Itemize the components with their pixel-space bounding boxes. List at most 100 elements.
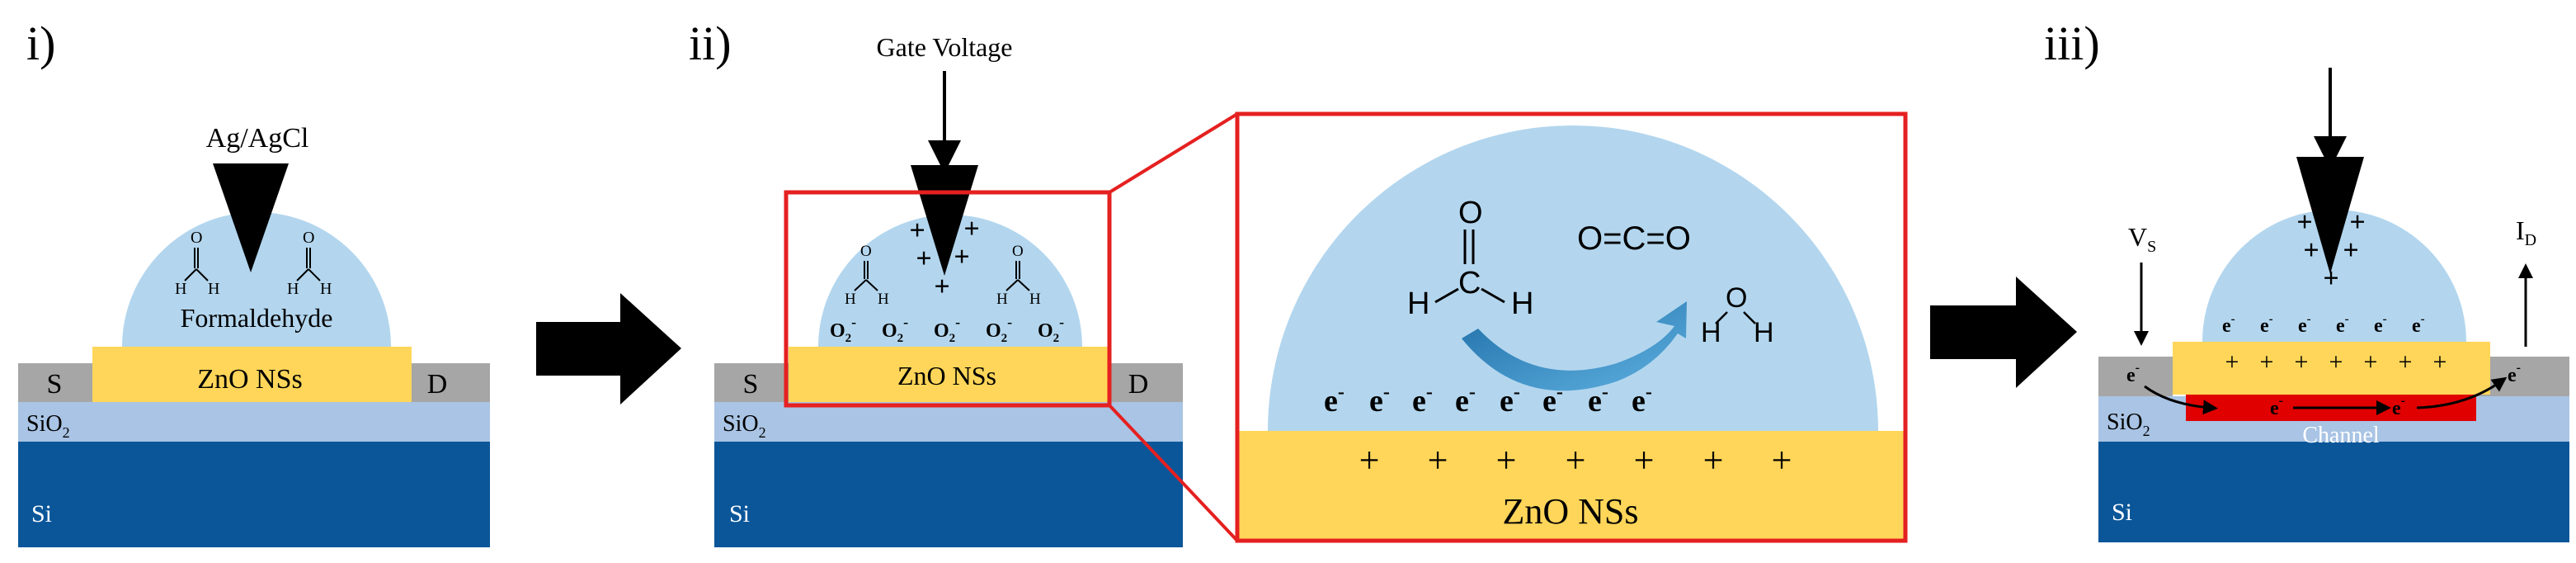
gate-electrode (2296, 157, 2364, 274)
electron: e- (1632, 381, 1652, 419)
svg-text:H: H (1029, 291, 1041, 308)
svg-text:O: O (303, 229, 314, 247)
formaldehyde-label: Formaldehyde (181, 303, 333, 333)
positive-charge: + (1566, 440, 1586, 480)
oxygen-ion: O2- (986, 314, 1012, 345)
zoom-connector-top (1108, 112, 1239, 194)
svg-text:H: H (1407, 286, 1429, 321)
process-arrow-2 (1930, 277, 2077, 388)
svg-text:H: H (287, 280, 299, 298)
panel-ii: ii) Gate Voltage + + + + + O H H O (689, 17, 1239, 547)
drain-electron: e- (2508, 361, 2521, 386)
zoom-panel: O C H H O=C=O O H H e-e-e-e-e-e-e-e- +++… (1235, 111, 1908, 543)
electron: e- (1588, 381, 1608, 419)
zoom-region-box (784, 190, 1112, 408)
oxygen-ion: O2- (830, 314, 856, 345)
si-layer (18, 442, 490, 547)
formaldehyde-molecule: O H H (175, 229, 219, 298)
panel-i: i) Ag/AgCl O H H O H H (18, 17, 490, 547)
positive-charge: + (1428, 440, 1448, 480)
positive-charge: + (2399, 348, 2413, 376)
electron: e- (2298, 313, 2311, 337)
positive-charge: + (1496, 440, 1517, 480)
oxygen-ion: O2- (934, 314, 960, 345)
source-electrode (2098, 357, 2173, 396)
electron: e- (1412, 381, 1433, 419)
si-label: Si (729, 500, 750, 528)
svg-text:H: H (1701, 317, 1721, 348)
source-label: S (743, 369, 759, 400)
droplet (2202, 210, 2466, 342)
svg-text:+: + (2296, 207, 2312, 238)
svg-text:+: + (909, 215, 925, 246)
oxygen-ions: O2- O2- O2- O2- O2- (830, 314, 1064, 345)
svg-text:H: H (1511, 286, 1533, 321)
droplet (818, 215, 1082, 347)
source-electrode (18, 363, 92, 402)
svg-text:+: + (2303, 235, 2319, 266)
formaldehyde-structure: O C H H (1407, 196, 1533, 321)
positive-charge: + (2295, 348, 2309, 376)
electron: e- (2412, 313, 2425, 337)
electron: e- (1455, 381, 1476, 419)
zno-positive-charges: +++++++ (2225, 348, 2447, 376)
zno-layer (2173, 342, 2490, 395)
electron: e- (2222, 313, 2235, 337)
water-molecule: O H H (1701, 282, 1774, 348)
formaldehyde-molecule: O H H (845, 243, 889, 308)
svg-text:+: + (954, 242, 969, 272)
id-label: ID (2516, 215, 2536, 249)
svg-text:H: H (208, 280, 219, 298)
si-label: Si (31, 500, 52, 528)
channel-electron: e- (2270, 394, 2283, 419)
zoom-box (1235, 111, 1908, 543)
svg-text:H: H (320, 280, 332, 298)
sio2-layer (18, 402, 490, 442)
drain-label: D (1128, 369, 1149, 400)
si-layer (714, 442, 1183, 547)
panel-i-label: i) (26, 17, 55, 70)
svg-text:+: + (934, 272, 949, 302)
sio2-layer (714, 402, 1183, 442)
electron-flow-out (2416, 376, 2508, 409)
svg-text:H: H (996, 291, 1008, 308)
electron-flow-in (2144, 385, 2218, 415)
positive-charge: + (2433, 348, 2447, 376)
electron: e- (1500, 381, 1520, 419)
formaldehyde-molecule: O H H (996, 243, 1041, 308)
positive-charge: + (1359, 440, 1380, 480)
electron: e- (1542, 381, 1563, 419)
electron: e- (2260, 313, 2273, 337)
svg-text:O: O (1726, 282, 1747, 314)
zno-label: ZnO NSs (897, 361, 996, 390)
positive-charge: + (1634, 440, 1655, 480)
zno-layer (92, 347, 412, 402)
zno-layer (789, 347, 1108, 402)
svg-text:O: O (191, 229, 202, 247)
svg-text:O: O (1012, 243, 1024, 260)
positive-charge: + (2364, 348, 2378, 376)
positive-charge: + (2260, 348, 2274, 376)
source-label: S (47, 369, 63, 400)
positive-charges: + + + + + (909, 214, 979, 302)
panel-iii-label: iii) (2044, 17, 2100, 70)
si-label: Si (2112, 499, 2132, 526)
svg-text:H: H (878, 291, 889, 308)
channel-electron: e- (2392, 394, 2405, 419)
svg-text:H: H (175, 280, 186, 298)
ag-agcl-electrode (213, 163, 289, 272)
zoom-positive-charges: +++++++ (1359, 440, 1792, 480)
si-layer (2098, 442, 2569, 542)
sio2-label: SiO2 (723, 411, 766, 441)
channel-label: Channel (2302, 423, 2380, 448)
process-arrow-1 (536, 293, 681, 405)
positive-charge: + (1772, 440, 1792, 480)
svg-text:O: O (860, 243, 872, 260)
zno-label: ZnO NSs (197, 364, 303, 395)
sio2-label: SiO2 (26, 411, 70, 441)
svg-text:O: O (1458, 196, 1483, 230)
svg-text:+: + (2323, 263, 2338, 294)
oxygen-ion: O2- (1038, 314, 1064, 345)
co2-molecule: O=C=O (1577, 220, 1691, 257)
